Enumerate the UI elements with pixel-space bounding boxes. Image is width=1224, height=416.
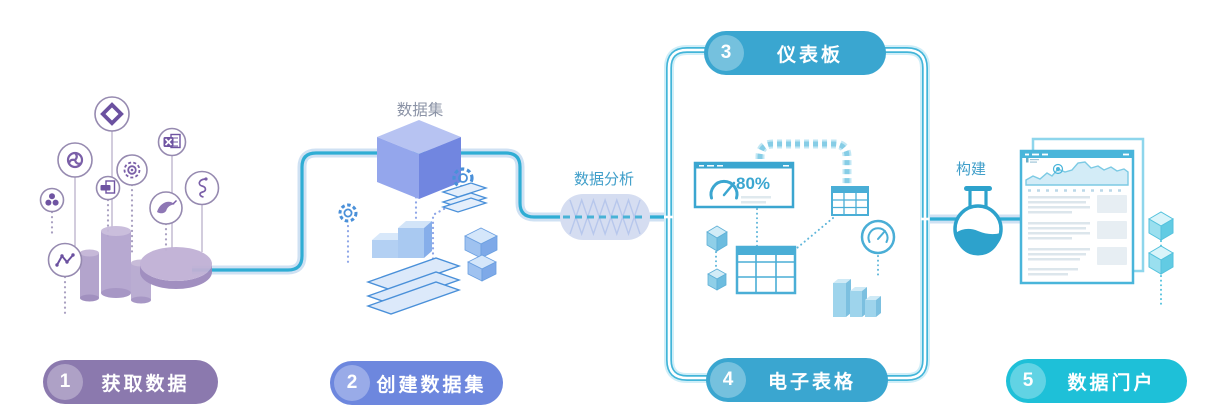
build-label: 构建 [955,161,986,178]
step-number: 2 [334,365,370,401]
database-cylinders [80,226,212,304]
layer-stack-icon [440,182,489,213]
step-pill-spreadsheet: 4 电子表格 [706,358,888,402]
dataset-cube-icon [377,120,461,199]
mysql-dolphin-icon [157,199,178,214]
csv-icon [100,180,116,194]
data-sources-illustration [39,96,220,317]
analysis-capsule [560,194,650,240]
gauge-icon [709,180,739,200]
dataset-label: 数据集 [396,102,444,119]
step-label: 仪表板 [776,44,843,66]
dashboard-illustration [693,139,896,317]
loop-cubes [706,225,728,291]
aperture-icon [123,161,141,179]
small-cubes [464,227,498,282]
pinwheel-icon [66,151,84,169]
step-label: 数据门户 [1067,372,1156,394]
step-pill-dashboard: 3 仪表板 [704,31,886,75]
diamond-icon [100,102,124,126]
molecule-icon [45,193,59,206]
iso-bars [372,221,432,258]
portal-pages [1019,137,1145,285]
portal-text-lines [1028,196,1090,276]
big-table-icon [735,245,797,295]
step-number: 5 [1010,363,1046,399]
step-pill-data-portal: 5 数据门户 [1006,359,1187,403]
step-label: 创建数据集 [376,374,487,396]
small-table-icon [831,186,869,216]
flask-icon [953,186,1003,256]
step-label: 获取数据 [101,373,190,395]
bar-chart-icon [833,279,881,317]
line-chart-icon [55,253,75,267]
gauge-circle-icon [860,219,896,255]
step-number: 1 [47,364,83,400]
big-layer-stack [365,257,462,315]
excel-icon [163,133,181,149]
portal-image-blocks [1097,195,1127,265]
step-pill-create-dataset: 2 创建数据集 [330,361,503,405]
step-pill-acquire-data: 1 获取数据 [43,360,218,404]
seahorse-icon [198,177,208,198]
step-label: 电子表格 [767,371,856,393]
step-number: 3 [708,35,744,71]
gauge-window [693,161,795,209]
step-number: 4 [710,362,746,398]
portal-cubes [1148,211,1174,275]
area-chart-icon [1025,161,1129,186]
loop-pipe [664,45,930,383]
analysis-label: 数据分析 [573,171,634,188]
gauge-value: 80% [736,174,771,193]
dataset-illustration [338,120,498,315]
